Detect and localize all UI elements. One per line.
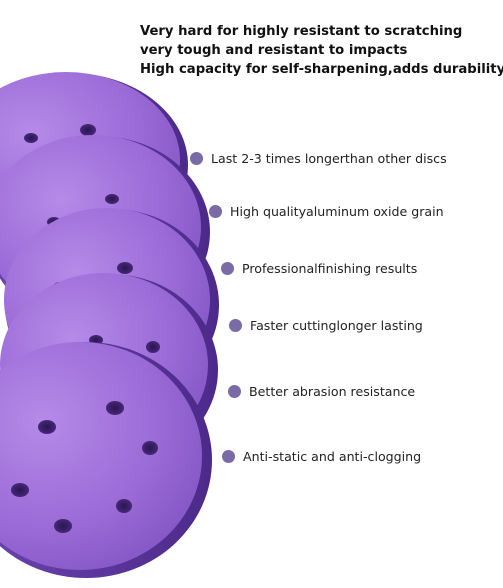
feature-item: Anti-static and anti-clogging (222, 449, 421, 464)
feature-text: Last 2-3 times longerthan other discs (211, 151, 447, 166)
bullet-dot-icon (228, 385, 241, 398)
disc-hole (116, 499, 132, 513)
bullet-dot-icon (190, 152, 203, 165)
bullet-dot-icon (222, 450, 235, 463)
feature-text: Faster cuttinglonger lasting (250, 318, 423, 333)
disc-hole (54, 519, 72, 533)
headline-line: very tough and resistant to impacts (140, 43, 408, 58)
disc-hole (117, 262, 133, 274)
disc-hole (142, 441, 158, 455)
feature-text: High qualityaluminum oxide grain (230, 204, 444, 219)
feature-item: Faster cuttinglonger lasting (229, 318, 423, 333)
headline-line: High capacity for self-sharpening,adds d… (140, 62, 503, 77)
headline-block: Very hard for highly resistant to scratc… (140, 22, 503, 79)
disc-hole (146, 341, 160, 353)
disc-hole (38, 420, 56, 434)
disc-5 (0, 342, 212, 578)
feature-text: Professionalfinishing results (242, 261, 418, 276)
disc-hole (24, 133, 38, 143)
bullet-dot-icon (221, 262, 234, 275)
feature-item: Professionalfinishing results (221, 261, 417, 276)
feature-item: Better abrasion resistance (228, 384, 415, 399)
feature-item: High qualityaluminum oxide grain (209, 204, 444, 219)
feature-text: Better abrasion resistance (249, 384, 416, 399)
disc-hole (11, 483, 29, 497)
disc-hole (106, 401, 124, 415)
feature-item: Last 2-3 times longerthan other discs (190, 151, 447, 166)
headline-line: Very hard for highly resistant to scratc… (140, 24, 463, 39)
bullet-dot-icon (229, 319, 242, 332)
bullet-dot-icon (209, 205, 222, 218)
disc-hole (80, 124, 96, 136)
disc-hole (105, 194, 119, 204)
feature-text: Anti-static and anti-clogging (243, 449, 422, 464)
